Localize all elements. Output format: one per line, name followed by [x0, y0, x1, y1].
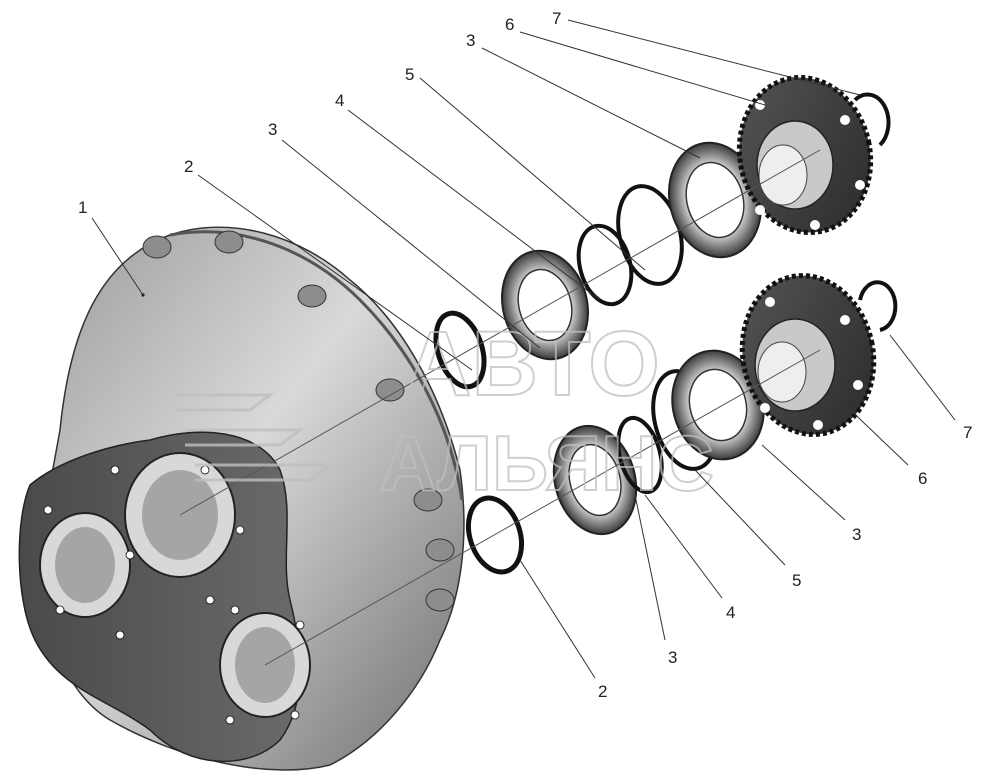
snap-ring-2-bottom [465, 495, 525, 575]
leader-lines [91, 19, 956, 679]
label-5-bottom: 5 [792, 571, 801, 590]
label-6-bottom: 6 [918, 469, 927, 488]
label-5-top: 5 [405, 65, 414, 84]
ring-4-bottom [616, 415, 664, 495]
label-1: 1 [78, 198, 87, 217]
callout-labels: 1 2 3 4 5 3 6 7 7 6 3 5 4 3 2 [78, 9, 972, 701]
label-7-bottom: 7 [963, 423, 972, 442]
label-4-bottom: 4 [726, 603, 735, 622]
axis-lines [179, 149, 821, 666]
gear-6-bottom [739, 273, 877, 437]
housing [18, 226, 465, 771]
label-3-top-second: 3 [466, 31, 475, 50]
bearing-3-top-second [668, 141, 762, 259]
retaining-ring-7-bottom [858, 280, 898, 332]
label-4-top: 4 [335, 91, 344, 110]
label-3-bottom-right: 3 [852, 525, 861, 544]
retaining-ring-7-top [853, 92, 891, 147]
label-6-top: 6 [505, 15, 514, 34]
watermark-line2: АЛЬЯНС [380, 419, 714, 507]
label-3-top: 3 [268, 120, 277, 139]
gear-6-top [736, 75, 874, 235]
label-2-bottom: 2 [598, 682, 607, 701]
watermark-line1: АВТО [405, 313, 660, 415]
watermark-logo: АВТО АЛЬЯНС [175, 312, 715, 508]
bearing-3-bottom-second [671, 349, 765, 461]
bearing-3-bottom [552, 424, 638, 536]
label-3-bottom: 3 [668, 648, 677, 667]
label-2-top: 2 [184, 157, 193, 176]
bearing-3-top [501, 249, 589, 361]
label-7-top: 7 [552, 9, 561, 28]
